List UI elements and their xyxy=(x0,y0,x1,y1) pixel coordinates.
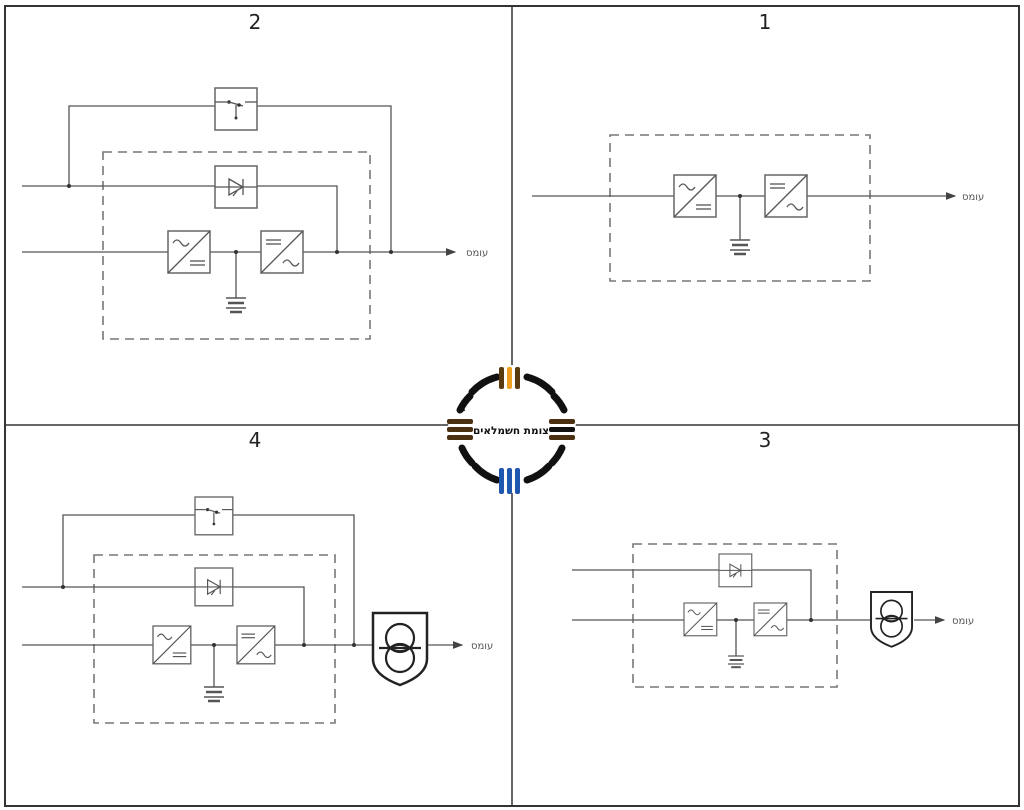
rectifier-icon xyxy=(673,174,717,218)
quadrant-3-number: 3 xyxy=(759,428,772,452)
ups-enclosure xyxy=(609,134,871,282)
quadrant-3-diagram: עומס xyxy=(572,543,974,688)
ups-enclosure xyxy=(93,554,336,724)
static-switch-icon xyxy=(718,553,753,588)
static-switch-icon xyxy=(194,567,234,607)
battery-icon xyxy=(224,296,248,314)
inverter-icon xyxy=(753,602,788,637)
transformer-icon xyxy=(870,591,913,648)
logo: צומת חשמלאים xyxy=(447,365,576,494)
battery-icon xyxy=(202,685,226,703)
static-switch-icon xyxy=(214,165,258,209)
load-label: עומס xyxy=(466,248,488,259)
load-label: עומס xyxy=(471,641,493,652)
inverter-icon xyxy=(260,230,304,274)
quadrant-1-number: 1 xyxy=(759,10,772,34)
ups-enclosure xyxy=(102,151,371,340)
rectifier-icon xyxy=(152,625,192,665)
maintenance-bypass-switch-icon xyxy=(194,496,234,536)
quadrant-4-diagram: עומס xyxy=(22,496,493,724)
quadrant-4-number: 4 xyxy=(249,428,262,452)
transformer-icon xyxy=(371,611,429,687)
quadrant-2-diagram: עומס xyxy=(22,87,488,340)
battery-icon xyxy=(728,238,752,256)
quadrant-2-number: 2 xyxy=(249,10,262,34)
load-label: עומס xyxy=(962,192,984,203)
inverter-icon xyxy=(236,625,276,665)
quadrant-1-diagram: עומס xyxy=(532,134,984,282)
battery-icon xyxy=(726,654,746,669)
rectifier-icon xyxy=(683,602,718,637)
logo-text: צומת חשמלאים xyxy=(473,425,549,437)
rectifier-icon xyxy=(167,230,211,274)
inverter-icon xyxy=(764,174,808,218)
load-label: עומס xyxy=(952,616,974,627)
maintenance-bypass-switch-icon xyxy=(214,87,258,131)
ups-enclosure xyxy=(632,543,838,688)
